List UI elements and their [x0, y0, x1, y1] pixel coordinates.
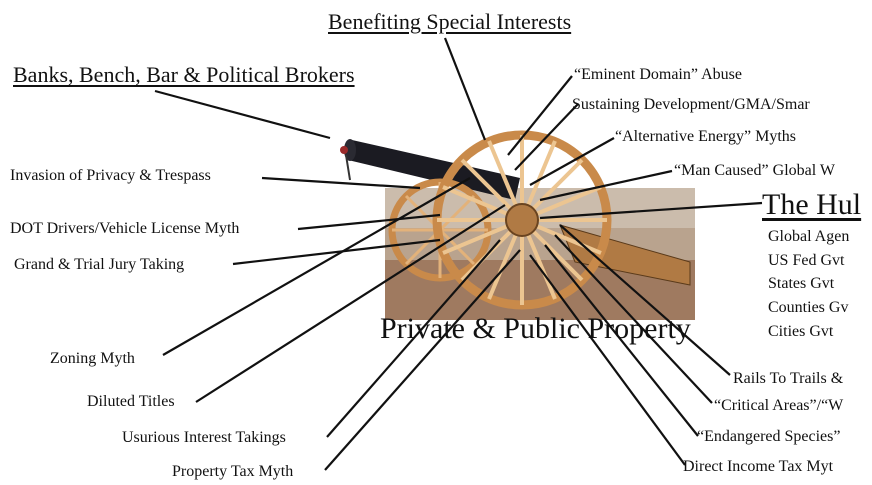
cannon-barrel [340, 139, 520, 200]
label-endangered-species: “Endangered Species” [697, 428, 841, 445]
label-alternative-energy: “Alternative Energy” Myths [615, 128, 796, 145]
label-rails-to-trails: Rails To Trails & [733, 370, 844, 387]
hub-item-states: States Gvt [768, 275, 835, 292]
hub-item-fed: US Fed Gvt [768, 252, 845, 269]
label-eminent-domain: “Eminent Domain” Abuse [574, 66, 742, 83]
label-usurious-interest: Usurious Interest Takings [122, 429, 286, 446]
connector-lines [154, 37, 763, 471]
heading-banks-bench-bar: Banks, Bench, Bar & Political Brokers [13, 62, 355, 87]
label-critical-areas: “Critical Areas”/“W [714, 397, 844, 414]
label-zoning-myth: Zoning Myth [50, 350, 135, 367]
hub-title: The Hul [762, 188, 862, 221]
label-income-tax-myth: Direct Income Tax Myt [683, 458, 834, 475]
label-jury-taking: Grand & Trial Jury Taking [14, 256, 185, 273]
label-sustaining-development: Sustaining Development/GMA/Smar [572, 96, 810, 113]
label-global-warming: “Man Caused” Global W [674, 162, 835, 179]
hub-item-cities: Cities Gvt [768, 323, 834, 340]
front-wheel [432, 130, 612, 310]
label-dot-license-myth: DOT Drivers/Vehicle License Myth [10, 220, 240, 237]
heading-benefiting-special-interests: Benefiting Special Interests [328, 9, 572, 34]
label-diluted-titles: Diluted Titles [87, 393, 175, 410]
hub-item-global: Global Agen [768, 228, 850, 245]
hub-item-counties: Counties Gv [768, 299, 849, 316]
label-invasion-of-privacy: Invasion of Privacy & Trespass [10, 167, 211, 184]
wheel-hub [505, 203, 539, 237]
label-property-tax-myth: Property Tax Myth [172, 463, 294, 480]
center-label-property: Private & Public Property [380, 312, 691, 345]
